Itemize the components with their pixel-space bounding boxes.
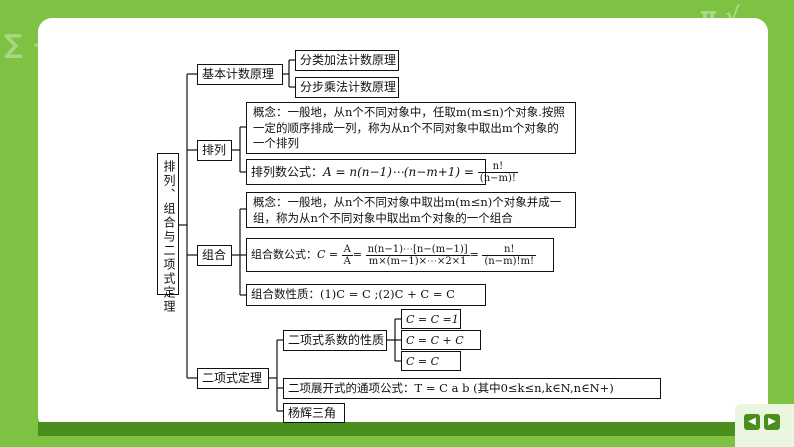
combination-fraction-1-num: A [341, 243, 353, 256]
permutation-fraction-denominator: (n−m)! [479, 173, 516, 184]
pascal-label: 杨辉三角 [288, 406, 337, 420]
permutation-node: 排列 [197, 140, 232, 161]
addition-principle-label: 分类加法计数原理 [300, 53, 397, 67]
permutation-concept-node: 概念：一般地，从n个不同对象中，任取m(m≤n)个对象.按照一定的顺序排成一列，… [246, 102, 576, 154]
combination-fraction-3: n! (n−m)!m! [482, 244, 537, 267]
general-term-text: 二项展开式的通项公式：T = C a b (其中0≤k≤n,k∈N,n∈N+) [288, 381, 614, 395]
permutation-formula-node: 排列数公式：A = n(n−1)⋯(n−m+1) = n! (n−m)! [246, 159, 518, 185]
binomial-coef-node: 二项式系数的性质 [283, 330, 387, 351]
combination-label: 组合 [202, 248, 227, 262]
root-node: 排列、组合与二项式定理 [157, 153, 179, 314]
combination-fraction-2-num: n(n−1)⋯[n−(m−1)] [365, 243, 470, 256]
combination-formula-node: 组合数公式：C = A A = n(n−1)⋯[n−(m−1)] m×(m−1)… [246, 238, 554, 272]
combination-fraction-3-num: n! [482, 244, 537, 256]
combination-property-text: 组合数性质：(1)C = C ;(2)C + C = C [251, 287, 455, 301]
combination-fraction-3-den: (n−m)!m! [484, 255, 535, 267]
binomial-coef-label: 二项式系数的性质 [288, 333, 385, 347]
basic-counting-label: 基本计数原理 [202, 67, 275, 81]
combination-fraction-2-den: m×(m−1)×⋯×2×1 [368, 255, 467, 267]
next-slide-button[interactable]: ▶ [764, 414, 780, 430]
multiplication-principle-label: 分步乘法计数原理 [300, 80, 397, 94]
coef-prop-3-text: C = C [406, 355, 440, 368]
permutation-fraction-numerator: n! [477, 161, 518, 173]
combination-fraction-1: A A [341, 243, 353, 267]
coef-prop-2-node: C = C + C [401, 330, 481, 350]
combination-concept-text: 概念：一般地，从n个不同对象中取出m(m≤n)个对象并成一组，称为从n个不同对象… [253, 195, 562, 225]
bottom-bar [38, 422, 768, 436]
combination-formula-prefix: 组合数公式： [251, 248, 317, 261]
general-term-node: 二项展开式的通项公式：T = C a b (其中0≤k≤n,k∈N,n∈N+) [283, 378, 661, 399]
addition-principle-node: 分类加法计数原理 [295, 50, 399, 71]
permutation-label: 排列 [202, 143, 227, 157]
combination-fraction-1-den: A [343, 255, 351, 267]
basic-counting-node: 基本计数原理 [197, 64, 283, 85]
multiplication-principle-node: 分步乘法计数原理 [295, 77, 399, 98]
permutation-concept-text: 概念：一般地，从n个不同对象中，任取m(m≤n)个对象.按照一定的顺序排成一列，… [253, 105, 565, 150]
coef-prop-1-text: C = C =1 [406, 313, 459, 326]
root-label: 排列、组合与二项式定理 [162, 160, 176, 314]
combination-fraction-2: n(n−1)⋯[n−(m−1)] m×(m−1)×⋯×2×1 [365, 243, 470, 267]
combination-formula-c: C = [317, 248, 339, 261]
prev-slide-button[interactable]: ◀ [744, 414, 760, 430]
coef-prop-2-text: C = C + C [406, 334, 464, 347]
binomial-label: 二项式定理 [202, 371, 263, 385]
binomial-node: 二项式定理 [197, 368, 269, 389]
pascal-node: 杨辉三角 [283, 403, 345, 423]
permutation-fraction: n! (n−m)! [477, 161, 518, 184]
combination-property-node: 组合数性质：(1)C = C ;(2)C + C = C [246, 284, 486, 306]
coef-prop-3-node: C = C [401, 351, 461, 371]
combination-concept-node: 概念：一般地，从n个不同对象中取出m(m≤n)个对象并成一组，称为从n个不同对象… [246, 192, 576, 228]
combination-node: 组合 [197, 245, 232, 266]
permutation-formula-prefix: 排列数公式： [251, 165, 324, 179]
coef-prop-1-node: C = C =1 [401, 309, 461, 329]
permutation-formula-body: A = n(n−1)⋯(n−m+1) = [323, 165, 474, 179]
